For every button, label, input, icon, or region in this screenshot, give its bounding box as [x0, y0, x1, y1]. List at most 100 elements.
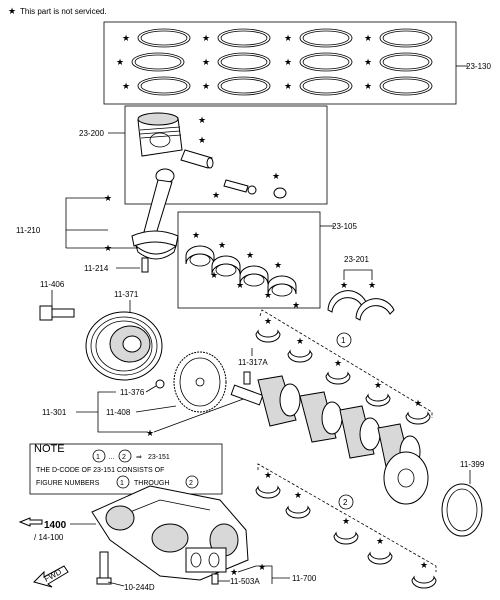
- star-mark: ★: [274, 261, 282, 271]
- callout-11-214: 11-214: [84, 264, 109, 273]
- star-mark: ★: [420, 561, 428, 571]
- piston-pin: [180, 149, 214, 169]
- star-mark: ★: [334, 359, 342, 369]
- star-mark: ★: [104, 194, 112, 204]
- callout-10-244d: 10-244D: [124, 583, 155, 592]
- star-mark: ★: [340, 281, 348, 291]
- bearing-shell: [333, 531, 359, 545]
- piston-ring: [379, 28, 433, 48]
- marker-circle-2: [338, 494, 354, 510]
- star-mark: ★: [198, 116, 206, 126]
- callout-11-406: 11-406: [40, 280, 65, 289]
- star-mark: ★: [364, 82, 372, 92]
- crank-key: [243, 371, 251, 385]
- star-mark: ★: [284, 82, 292, 92]
- pulley-bolt: [39, 305, 75, 321]
- star-mark: ★: [116, 58, 124, 68]
- piston-ring: [137, 28, 191, 48]
- star-mark: ★: [202, 82, 210, 92]
- star-mark: ★: [246, 251, 254, 261]
- star-mark: ★: [264, 317, 272, 327]
- bearing-shell: [365, 393, 391, 407]
- star-mark: ★: [374, 381, 382, 391]
- callout-23-201: 23-201: [344, 255, 369, 264]
- note-title: NOTE: [34, 443, 65, 455]
- star-mark: ★: [146, 429, 154, 439]
- bearing-shell: [405, 411, 431, 425]
- star-mark: ★: [202, 58, 210, 68]
- upper-bearing-shells: ★ ★ ★ ★ ★: [255, 471, 437, 589]
- callout-1400: 1400: [44, 520, 67, 531]
- marker-1: 1: [341, 336, 346, 345]
- star-mark: ★: [292, 301, 300, 311]
- piston-ring: [131, 52, 185, 72]
- callout-11-371: 11-371: [114, 290, 139, 299]
- snap-ring: [273, 187, 287, 199]
- callout-14-100: / 14-100: [34, 533, 64, 542]
- connecting-rod-cap: [134, 244, 178, 260]
- piston-ring: [217, 28, 271, 48]
- bearing-shell: [285, 505, 311, 519]
- bearing-shell: [255, 485, 281, 499]
- note-box: [29, 443, 223, 495]
- note-num-1: 1: [96, 454, 100, 461]
- star-mark: ★: [272, 172, 280, 182]
- piston-ring: [299, 52, 353, 72]
- star-mark: ★: [296, 337, 304, 347]
- star-mark: ★: [122, 34, 130, 44]
- bearing-shell: [267, 275, 297, 295]
- callout-11-376: 11-376: [120, 388, 145, 397]
- star-mark: ★: [264, 471, 272, 481]
- star-mark: ★: [104, 244, 112, 254]
- marker-circle-1: [336, 332, 352, 348]
- lower-bearing-shells: ★ ★ ★ ★ ★: [255, 317, 431, 425]
- star-mark: ★: [284, 34, 292, 44]
- star-mark: ★: [284, 58, 292, 68]
- star-mark: ★: [236, 281, 244, 291]
- piston-ring: [137, 76, 191, 96]
- rear-oil-seal: [441, 483, 483, 537]
- crankshaft-pulley: [85, 311, 163, 381]
- note-dots: …: [108, 454, 115, 461]
- star-mark: ★: [198, 136, 206, 146]
- crankshaft: [230, 375, 429, 505]
- piston-ring: [299, 76, 353, 96]
- forward-arrow-icon: [33, 565, 69, 588]
- bearing-shell: [325, 371, 351, 385]
- star-mark: ★: [258, 563, 266, 573]
- callout-11-503a: 11-503A: [230, 577, 260, 586]
- piston-ring-box: [103, 21, 457, 105]
- star-mark: ★: [212, 191, 220, 201]
- note-ref: 23-151: [148, 454, 170, 461]
- callout-11-210: 11-210: [16, 226, 41, 235]
- callout-11-301: 11-301: [42, 408, 67, 417]
- note-line-3-num-2: 2: [189, 480, 193, 487]
- piston-ring: [217, 52, 271, 72]
- callout-11-399: 11-399: [460, 460, 485, 469]
- main-bearing-box: [177, 211, 321, 309]
- piston-ring: [379, 52, 433, 72]
- note-line-2: THE D-CODE OF 23-151 CONSISTS OF: [36, 467, 164, 474]
- star-mark: ★: [364, 34, 372, 44]
- connecting-rod: [131, 168, 179, 247]
- star-mark: ★: [342, 517, 350, 527]
- star-mark: ★: [414, 399, 422, 409]
- piston-ring: [217, 76, 271, 96]
- piston-pin-retainer: [223, 179, 257, 195]
- star-mark: ★: [192, 231, 200, 241]
- pump-bolt: [96, 551, 112, 585]
- piston-ring: [299, 28, 353, 48]
- main-bearing-shells: ★★★★★★★★: [185, 231, 300, 311]
- star-mark: ★: [294, 491, 302, 501]
- reference-arrow-icon: [18, 517, 43, 527]
- bearing-shell: [255, 329, 281, 343]
- star-mark: ★: [210, 271, 218, 281]
- note-arrow: ⇒: [136, 454, 142, 461]
- callout-23-130: 23-130: [466, 62, 491, 71]
- star-mark: ★: [376, 537, 384, 547]
- thrust-bearing-halves: [327, 290, 395, 321]
- callout-11-408: 11-408: [106, 408, 131, 417]
- bearing-shell: [411, 575, 437, 589]
- star-mark: ★: [364, 58, 372, 68]
